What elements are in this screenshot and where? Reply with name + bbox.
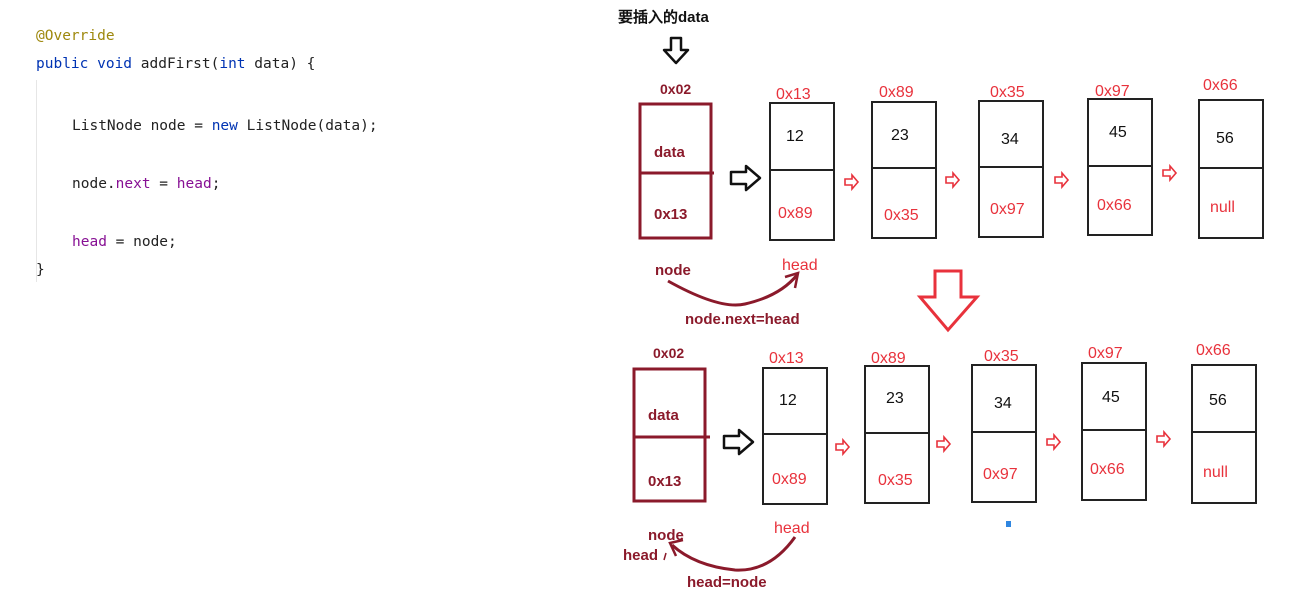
node-addr: 0x13 bbox=[776, 86, 811, 103]
node-box bbox=[871, 101, 937, 239]
node-addr: 0x66 bbox=[1203, 77, 1238, 94]
node-next: 0x97 bbox=[983, 466, 1018, 483]
code-line-node-next: node.next = head; bbox=[72, 176, 221, 192]
new-node-box bbox=[632, 367, 707, 503]
node-next: 0x66 bbox=[1097, 197, 1132, 214]
transition-arrow-icon bbox=[916, 269, 981, 333]
code-line-signature: public void addFirst(int data) { bbox=[36, 56, 316, 72]
list-node: 0x66 56 null bbox=[1198, 77, 1264, 239]
code-line-annotation: @Override bbox=[36, 28, 115, 44]
node-box bbox=[769, 102, 835, 241]
new-node-next: 0x13 bbox=[654, 206, 687, 223]
head-old-label: head bbox=[774, 520, 810, 537]
node-next: 0x35 bbox=[878, 472, 913, 489]
node-value: 56 bbox=[1209, 392, 1227, 409]
next-arrow-icon bbox=[835, 437, 851, 457]
node-label: node bbox=[648, 527, 684, 544]
list-node: 0x35 34 0x97 bbox=[971, 348, 1037, 503]
next-arrow-icon bbox=[844, 172, 860, 192]
list-node: 0x13 12 0x89 bbox=[769, 86, 835, 241]
curved-arrow-icon bbox=[670, 536, 797, 572]
right-arrow-icon bbox=[729, 164, 762, 192]
node-label: node bbox=[655, 262, 691, 279]
node-box bbox=[1191, 364, 1257, 504]
head-new-label: head bbox=[623, 547, 658, 564]
node-addr: 0x66 bbox=[1196, 342, 1231, 359]
node-addr: 0x89 bbox=[879, 84, 914, 101]
step-label-head-node: head=node bbox=[687, 574, 767, 591]
list-node: 0x89 23 0x35 bbox=[871, 84, 937, 239]
code-line-new-node: ListNode node = new ListNode(data); bbox=[72, 118, 378, 134]
next-arrow-icon bbox=[1046, 432, 1062, 452]
code-line-close: } bbox=[36, 262, 45, 278]
list-node: 0x35 34 0x97 bbox=[978, 84, 1044, 238]
node-value: 12 bbox=[786, 128, 804, 145]
head-label: head bbox=[782, 257, 818, 274]
node-addr: 0x35 bbox=[984, 348, 1019, 365]
node-next: null bbox=[1203, 464, 1228, 481]
list-node: 0x97 45 0x66 bbox=[1087, 83, 1153, 236]
node-addr: 0x35 bbox=[990, 84, 1025, 101]
node-next: 0x66 bbox=[1090, 461, 1125, 478]
code-line-head-assign: head = node; bbox=[72, 234, 177, 250]
tick-mark bbox=[663, 552, 667, 561]
next-arrow-icon bbox=[936, 434, 952, 454]
node-value: 23 bbox=[886, 390, 904, 407]
next-arrow-icon bbox=[945, 170, 961, 190]
node-next: null bbox=[1210, 199, 1235, 216]
node-box bbox=[864, 365, 930, 504]
node-addr: 0x97 bbox=[1088, 345, 1123, 362]
node-addr: 0x97 bbox=[1095, 83, 1130, 100]
list-node: 0x66 56 null bbox=[1191, 342, 1257, 504]
new-node-addr: 0x02 bbox=[653, 345, 684, 361]
indent-guide bbox=[36, 80, 37, 282]
node-box bbox=[978, 100, 1044, 238]
node-value: 12 bbox=[779, 392, 797, 409]
node-box bbox=[1081, 362, 1147, 501]
node-value: 45 bbox=[1102, 389, 1120, 406]
new-node-next: 0x13 bbox=[648, 473, 681, 490]
list-node: 0x97 45 0x66 bbox=[1081, 345, 1147, 501]
node-next: 0x89 bbox=[778, 205, 813, 222]
curved-arrow-icon bbox=[667, 274, 799, 307]
next-arrow-icon bbox=[1162, 163, 1178, 183]
node-value: 45 bbox=[1109, 124, 1127, 141]
step-label-node-next: node.next=head bbox=[685, 311, 800, 328]
node-next: 0x97 bbox=[990, 201, 1025, 218]
new-node-addr: 0x02 bbox=[660, 81, 691, 97]
node-value: 56 bbox=[1216, 130, 1234, 147]
node-value: 23 bbox=[891, 127, 909, 144]
list-node: 0x13 12 0x89 bbox=[762, 350, 828, 505]
arrowhead-icon bbox=[784, 271, 800, 289]
node-next: 0x89 bbox=[772, 471, 807, 488]
node-addr: 0x13 bbox=[769, 350, 804, 367]
new-node-box bbox=[638, 102, 713, 240]
insert-data-title: 要插入的data bbox=[618, 8, 710, 26]
list-node: 0x89 23 0x35 bbox=[864, 350, 930, 504]
node-box bbox=[971, 364, 1037, 503]
cursor-marker bbox=[1006, 521, 1011, 527]
next-arrow-icon bbox=[1054, 170, 1070, 190]
node-addr: 0x89 bbox=[871, 350, 906, 367]
new-node-data: data bbox=[654, 144, 686, 161]
next-arrow-icon bbox=[1156, 429, 1172, 449]
right-arrow-icon bbox=[722, 428, 755, 456]
node-value: 34 bbox=[1001, 131, 1019, 148]
arrowhead-icon bbox=[668, 538, 684, 557]
new-node-data: data bbox=[648, 407, 680, 424]
node-next: 0x35 bbox=[884, 207, 919, 224]
down-arrow-icon bbox=[662, 36, 690, 65]
node-box bbox=[762, 367, 828, 505]
node-value: 34 bbox=[994, 395, 1012, 412]
